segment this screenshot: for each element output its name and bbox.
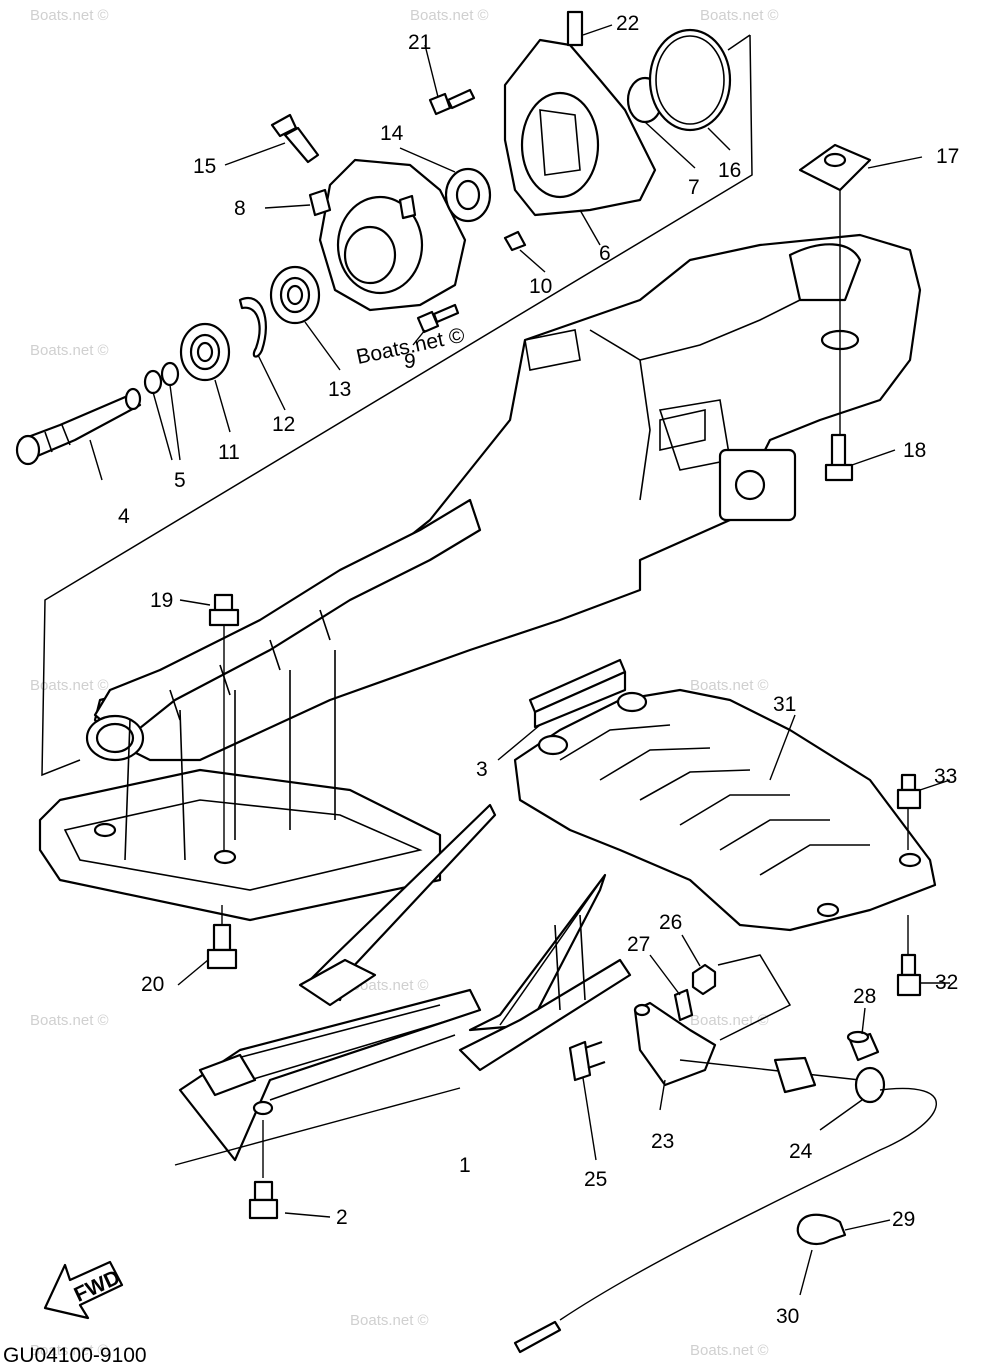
fwd-arrow: FWD [43,1260,124,1320]
diagram-code: GU04100-9100 [3,1344,147,1367]
assembly-frame-line [41,34,753,777]
assembly-line-fin [499,874,606,1026]
callout-10: 10 [529,275,552,298]
callout-31: 31 [773,693,796,716]
callout-11: 11 [218,441,240,464]
callout-6: 6 [599,242,611,265]
watermark: Boats.net © [30,1012,109,1029]
callout-23: 23 [651,1130,674,1153]
callout-28: 28 [853,985,876,1008]
leader-lines [89,24,951,1296]
bolt-21 [428,88,476,116]
callout-2: 2 [336,1206,348,1229]
intake-grate-31 [513,688,937,932]
spacer-28 [846,1030,880,1062]
bolt-20 [206,905,238,970]
callout-21: 21 [408,31,431,54]
callout-8: 8 [234,197,246,220]
assembly-line-lower [717,954,792,1041]
callout-29: 29 [892,1208,915,1231]
nut-26 [691,963,717,996]
watermark: Boats.net © [690,677,769,694]
callout-26: 26 [659,911,682,934]
watermark: Boats.net © [30,342,109,359]
clip-22 [566,10,584,47]
callout-24: 24 [789,1140,813,1163]
callout-1: 1 [459,1154,471,1177]
duct-6 [503,38,657,217]
clamp-29-30 [796,1213,847,1245]
callout-3: 3 [476,758,488,781]
watermark: Boats.net © [30,7,109,24]
callout-22: 22 [616,12,639,35]
callout-12: 12 [272,413,295,436]
watermark: Boats.net © [350,977,429,994]
callout-32: 32 [935,971,958,994]
bolts-25 [568,1040,606,1082]
callout-30: 30 [776,1305,799,1328]
bearing-housing-8 [308,158,467,312]
callout-19: 19 [150,589,173,612]
callout-numbers: 1 2 3 4 5 6 7 8 9 10 11 12 13 14 15 16 1… [118,12,959,1328]
watermark: Boats.net © [690,1012,769,1029]
callout-4: 4 [118,505,130,528]
oil-seal-14 [444,167,492,223]
bracket-23 [633,1001,717,1087]
callout-27: 27 [627,933,650,956]
callout-15: 15 [193,155,216,178]
circlip-12 [238,297,267,358]
callout-20: 20 [141,973,164,996]
callout-5: 5 [174,469,186,492]
bolt-33 [896,773,922,850]
bolt-32 [896,915,922,997]
watermark: Boats.net © [700,7,779,24]
bolt-15 [270,113,320,164]
callout-25: 25 [584,1168,607,1191]
intake-guard-1 [178,803,632,1162]
impeller-shaft [15,387,142,466]
bolt-2 [248,1120,279,1220]
dowel-pin-10 [503,230,527,252]
callout-16: 16 [718,159,741,182]
bolt-18 [824,433,854,482]
callout-17: 17 [936,145,959,168]
callout-7: 7 [688,176,700,199]
jet-pump-housing [38,233,922,922]
plate-27 [673,988,694,1022]
watermark: Boats.net © [690,1342,769,1359]
callout-33: 33 [934,765,957,788]
watermark: Boats.net © [350,1312,429,1329]
mount-plate-17 [798,143,872,440]
callout-13: 13 [328,378,351,401]
bolt-19 [208,593,240,850]
watermark: Boats.net © [30,1342,109,1359]
bearing-13 [269,265,321,325]
o-rings [143,361,180,395]
spacer-bar-3 [528,658,627,729]
cable-24 [513,1056,937,1354]
callout-9: 9 [404,350,416,373]
watermark: Boats.net © [30,677,109,694]
bearing-11 [179,322,231,382]
o-ring-16 [648,28,732,132]
bolt-9 [416,303,460,334]
callout-14: 14 [380,122,404,145]
watermark: Boats.net © [410,7,489,24]
callout-18: 18 [903,439,926,462]
